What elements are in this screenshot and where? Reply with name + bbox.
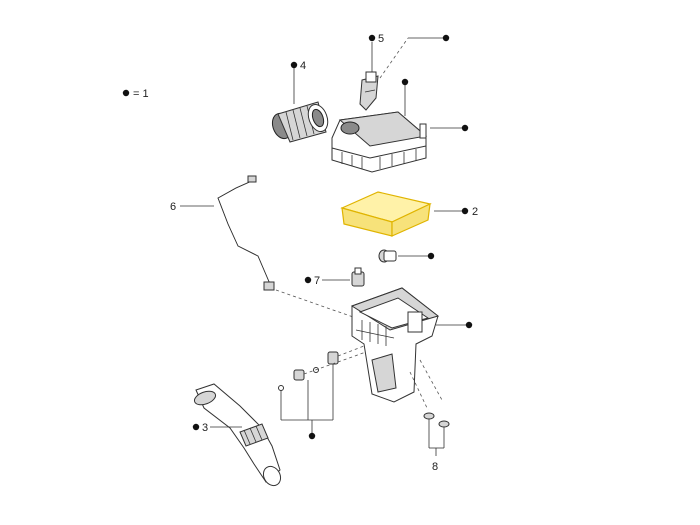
callout-5-label: 5 <box>378 33 384 45</box>
callout-2: 2 <box>434 206 478 218</box>
part-upper-housing <box>331 111 428 173</box>
part-screws <box>423 412 450 436</box>
legend-bullet-icon <box>122 89 130 97</box>
part-air-filter-element <box>340 191 432 237</box>
callout-4-label: 4 <box>300 60 306 72</box>
callout-5-dot-icon <box>368 34 376 42</box>
callout-2-label: 2 <box>472 206 478 218</box>
callout-3-dot-icon <box>192 423 200 431</box>
callout-7-dot-icon <box>304 276 312 284</box>
grommets-dot-icon <box>308 432 316 440</box>
part-intake-bellows <box>271 101 329 143</box>
callout-6-label: 6 <box>170 201 176 213</box>
part-clip <box>351 267 365 287</box>
callout-lower-housing <box>436 321 473 329</box>
callout-3-label: 3 <box>202 422 208 434</box>
callout-clip-right <box>430 124 469 132</box>
callout-7: 7 <box>304 275 350 287</box>
housing-top-dot-icon <box>401 78 409 86</box>
filter-side <box>391 202 431 237</box>
part-breather-tube <box>217 175 275 291</box>
callout-4-dot-icon <box>290 61 298 69</box>
part-lower-housing <box>350 287 440 403</box>
callout-5: 5 <box>368 33 384 72</box>
part-drain-fitting <box>378 249 435 263</box>
part-grommets <box>278 351 339 391</box>
callout-3: 3 <box>192 422 242 434</box>
lower-housing-dot-icon <box>465 321 473 329</box>
legend-text: = 1 <box>133 88 149 100</box>
callout-grommets <box>280 364 334 440</box>
clip-right-dot-icon <box>461 124 469 132</box>
part-mass-air-sensor <box>359 71 379 111</box>
callout-4: 4 <box>290 60 306 104</box>
callout-housing-top <box>401 78 409 116</box>
bolt-top-dot-icon <box>442 34 450 42</box>
part-outlet-duct <box>193 383 282 487</box>
callout-2-dot-icon <box>461 207 469 215</box>
callout-6: 6 <box>170 201 214 213</box>
callout-7-label: 7 <box>314 275 320 287</box>
callout-8: 8 <box>428 428 445 473</box>
callout-8-label: 8 <box>432 461 438 473</box>
legend: = 1 <box>122 88 149 100</box>
fitting-dot-icon <box>427 252 435 260</box>
